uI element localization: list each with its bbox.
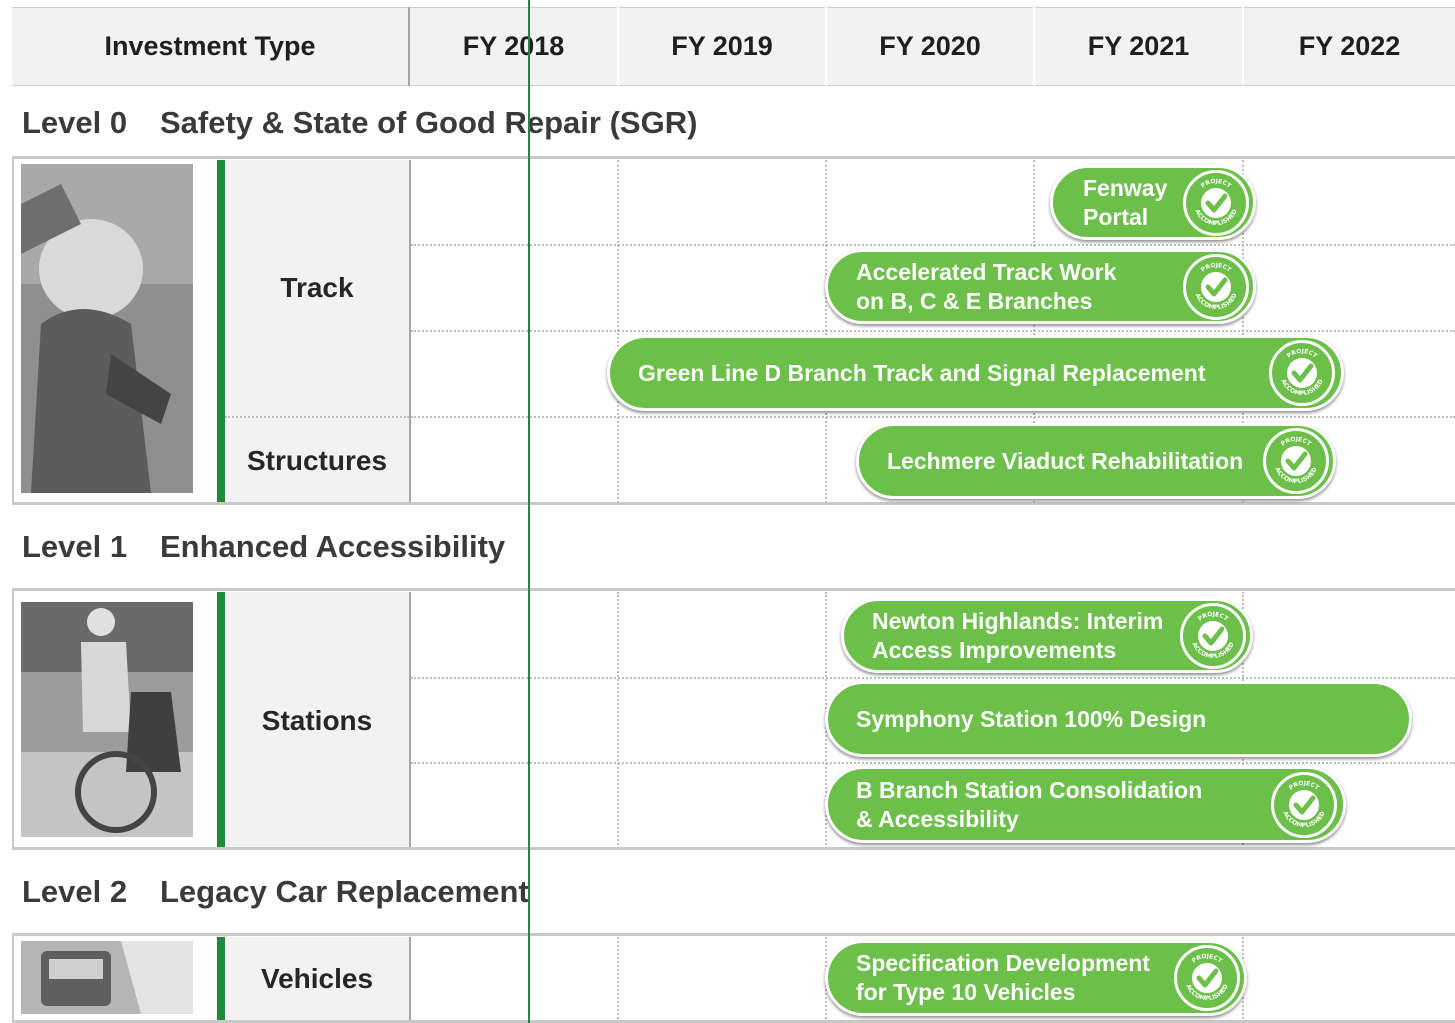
year-gridline xyxy=(1033,160,1035,503)
project-b-branch-consolidation[interactable]: B Branch Station Consolidation& Accessib… xyxy=(825,766,1346,843)
level-2-left-border xyxy=(12,933,14,1023)
level-1-heading: Level 1 Enhanced Accessibility xyxy=(22,529,505,565)
row-divider xyxy=(411,416,1455,418)
track-category-bar xyxy=(217,160,225,503)
level-2-top-border xyxy=(12,933,1455,936)
header-fy2021: FY 2021 xyxy=(1035,7,1242,86)
year-gridline xyxy=(617,592,619,849)
level-1-label: Level 1 xyxy=(22,529,128,564)
accessibility-photo xyxy=(21,602,193,837)
category-separator xyxy=(409,160,411,503)
year-gridline xyxy=(617,160,619,503)
level-0-top-border xyxy=(12,156,1455,159)
level-2-title: Legacy Car Replacement xyxy=(160,874,529,909)
level-0-title: Safety & State of Good Repair (SGR) xyxy=(160,105,698,140)
project-label: B Branch Station Consolidation& Accessib… xyxy=(856,776,1203,832)
header-divider xyxy=(408,7,410,86)
year-gridline xyxy=(1242,160,1244,503)
category-track: Track xyxy=(225,160,409,416)
vehicle-photo xyxy=(21,941,193,1014)
level-0-heading: Level 0 Safety & State of Good Repair (SG… xyxy=(22,105,697,141)
category-separator xyxy=(409,937,411,1023)
row-divider xyxy=(411,677,1455,679)
row-divider xyxy=(411,762,1455,764)
header-fy2022: FY 2022 xyxy=(1244,7,1455,86)
header-fy2019: FY 2019 xyxy=(619,7,825,86)
level-1-left-border xyxy=(12,588,14,850)
level-2-bottom-border xyxy=(12,1020,1455,1023)
vehicles-category-bar xyxy=(217,937,225,1023)
header-fy2020: FY 2020 xyxy=(827,7,1033,86)
category-separator xyxy=(409,592,411,849)
level-0-left-border xyxy=(12,156,14,504)
project-label: Green Line D Branch Track and Signal Rep… xyxy=(638,359,1206,386)
category-stations: Stations xyxy=(225,592,409,849)
level-2-label: Level 2 xyxy=(22,874,128,909)
project-symphony-station[interactable]: Symphony Station 100% Design xyxy=(825,681,1412,757)
level-1-top-border xyxy=(12,588,1455,591)
project-label: Symphony Station 100% Design xyxy=(856,705,1207,732)
category-divider xyxy=(225,416,409,418)
header-fy2018: FY 2018 xyxy=(410,7,617,86)
worker-photo xyxy=(21,164,193,493)
year-gridline xyxy=(617,937,619,1023)
row-divider xyxy=(411,330,1455,332)
project-label: Lechmere Viaduct Rehabilitation xyxy=(887,447,1244,474)
level-0-label: Level 0 xyxy=(22,105,128,140)
year-gridline xyxy=(825,160,827,503)
level-1-bottom-border xyxy=(12,847,1455,850)
category-vehicles: Vehicles xyxy=(225,937,409,1021)
project-d-branch-track-signal[interactable]: Green Line D Branch Track and Signal Rep… xyxy=(607,335,1344,411)
current-date-marker xyxy=(528,0,530,1023)
level-1-title: Enhanced Accessibility xyxy=(160,529,506,564)
header-investment-type: Investment Type xyxy=(12,7,408,86)
level-2-heading: Level 2 Legacy Car Replacement xyxy=(22,874,529,910)
level-0-bottom-border xyxy=(12,502,1455,505)
row-divider xyxy=(411,244,1455,246)
category-structures: Structures xyxy=(225,418,409,503)
stations-category-bar xyxy=(217,592,225,849)
